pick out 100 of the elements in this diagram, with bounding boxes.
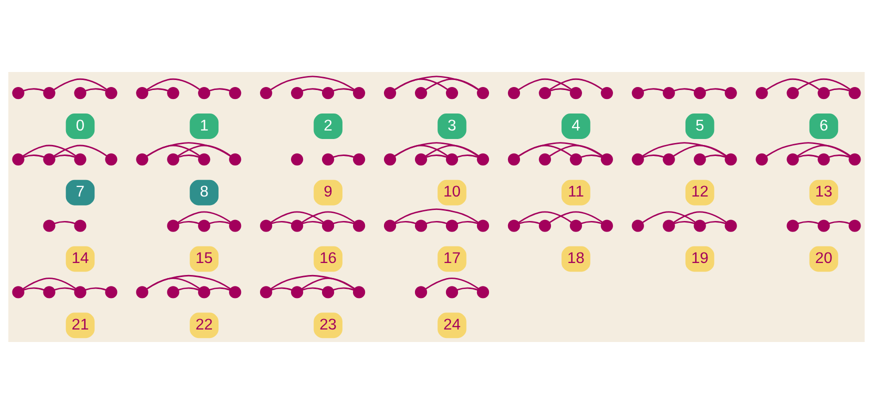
connector [425,278,479,290]
node-circle [446,220,458,232]
connector [270,274,355,290]
connector [704,88,726,92]
node-circle [724,86,737,100]
connector [426,220,447,224]
connector [519,220,540,224]
node-circle [600,220,613,232]
node-circle [508,86,520,100]
connector [425,144,479,157]
connector [146,274,231,290]
connector [395,220,416,224]
node-circle [74,86,86,100]
node-circle [291,153,304,166]
node-circle [694,153,706,166]
node-circle [818,220,830,232]
connector [518,78,572,90]
node-circle [229,153,242,166]
node-circle [694,86,706,100]
node-circle [724,220,737,232]
connector [766,78,820,90]
node-box: 14 [66,246,95,272]
node-box: 20 [809,246,838,272]
node-circle [632,220,644,232]
connector [549,144,603,157]
connector [518,142,602,157]
node-circle [446,286,458,298]
node-circle [600,153,613,166]
node-circle [74,220,86,232]
node-circle [662,86,675,100]
connector [333,154,354,158]
node-circle [446,153,458,166]
node-circle [476,86,490,100]
node-circle [136,153,148,166]
node-box: 15 [190,246,219,272]
node-circle [43,286,56,298]
connector [797,78,851,90]
node-circle [786,86,799,100]
connector [178,211,231,224]
connector [54,154,76,158]
connector [302,287,324,291]
node-box: 11 [562,180,590,206]
node-box: 8 [190,180,219,206]
connector [85,88,106,92]
node-box: 6 [809,114,838,139]
node-circle [476,286,490,298]
connector [457,220,478,224]
connector [674,88,695,92]
connector [766,142,850,157]
node-circle [570,220,582,232]
node-circle [167,153,180,166]
connector [673,211,727,224]
connector [828,220,850,224]
node-box: 1 [190,114,219,139]
node-circle [786,153,799,166]
node-circle [414,220,428,232]
node-circle [756,153,768,166]
node-circle [105,286,118,298]
node-box: 24 [438,312,466,338]
node-circle [105,86,118,100]
node-circle [322,153,334,166]
node-circle [43,153,56,166]
node-circle [12,86,24,100]
node-circle [384,86,396,100]
node-circle [12,286,24,298]
node-circle [538,153,552,166]
node-circle [229,86,242,100]
node-circle [74,286,86,298]
node-circle [260,286,272,298]
connector [54,78,107,90]
connector [146,142,231,157]
node-circle [632,86,644,100]
connector [270,211,324,224]
node-circle [352,220,366,232]
node-circle [476,220,490,232]
node-circle [291,286,304,298]
node-circle [848,153,861,166]
node-box: 0 [66,114,95,139]
connector [146,78,200,90]
node-box: 18 [562,246,590,272]
node-box: 3 [438,114,466,139]
connector [333,287,354,291]
node-circle [198,220,210,232]
connector [301,211,355,224]
node-circle [662,220,675,232]
node-box: 16 [314,246,342,272]
connector [704,154,726,158]
node-box: 13 [809,180,838,206]
node-circle [570,153,582,166]
connector [209,88,230,92]
connector [22,278,76,290]
node-circle [198,153,210,166]
connector [270,76,355,90]
node-circle [384,153,396,166]
node-box: 9 [314,180,342,206]
connector [425,78,479,90]
connector [271,287,292,291]
node-circle [508,153,520,166]
connector [147,88,168,92]
node-circle [818,86,830,100]
